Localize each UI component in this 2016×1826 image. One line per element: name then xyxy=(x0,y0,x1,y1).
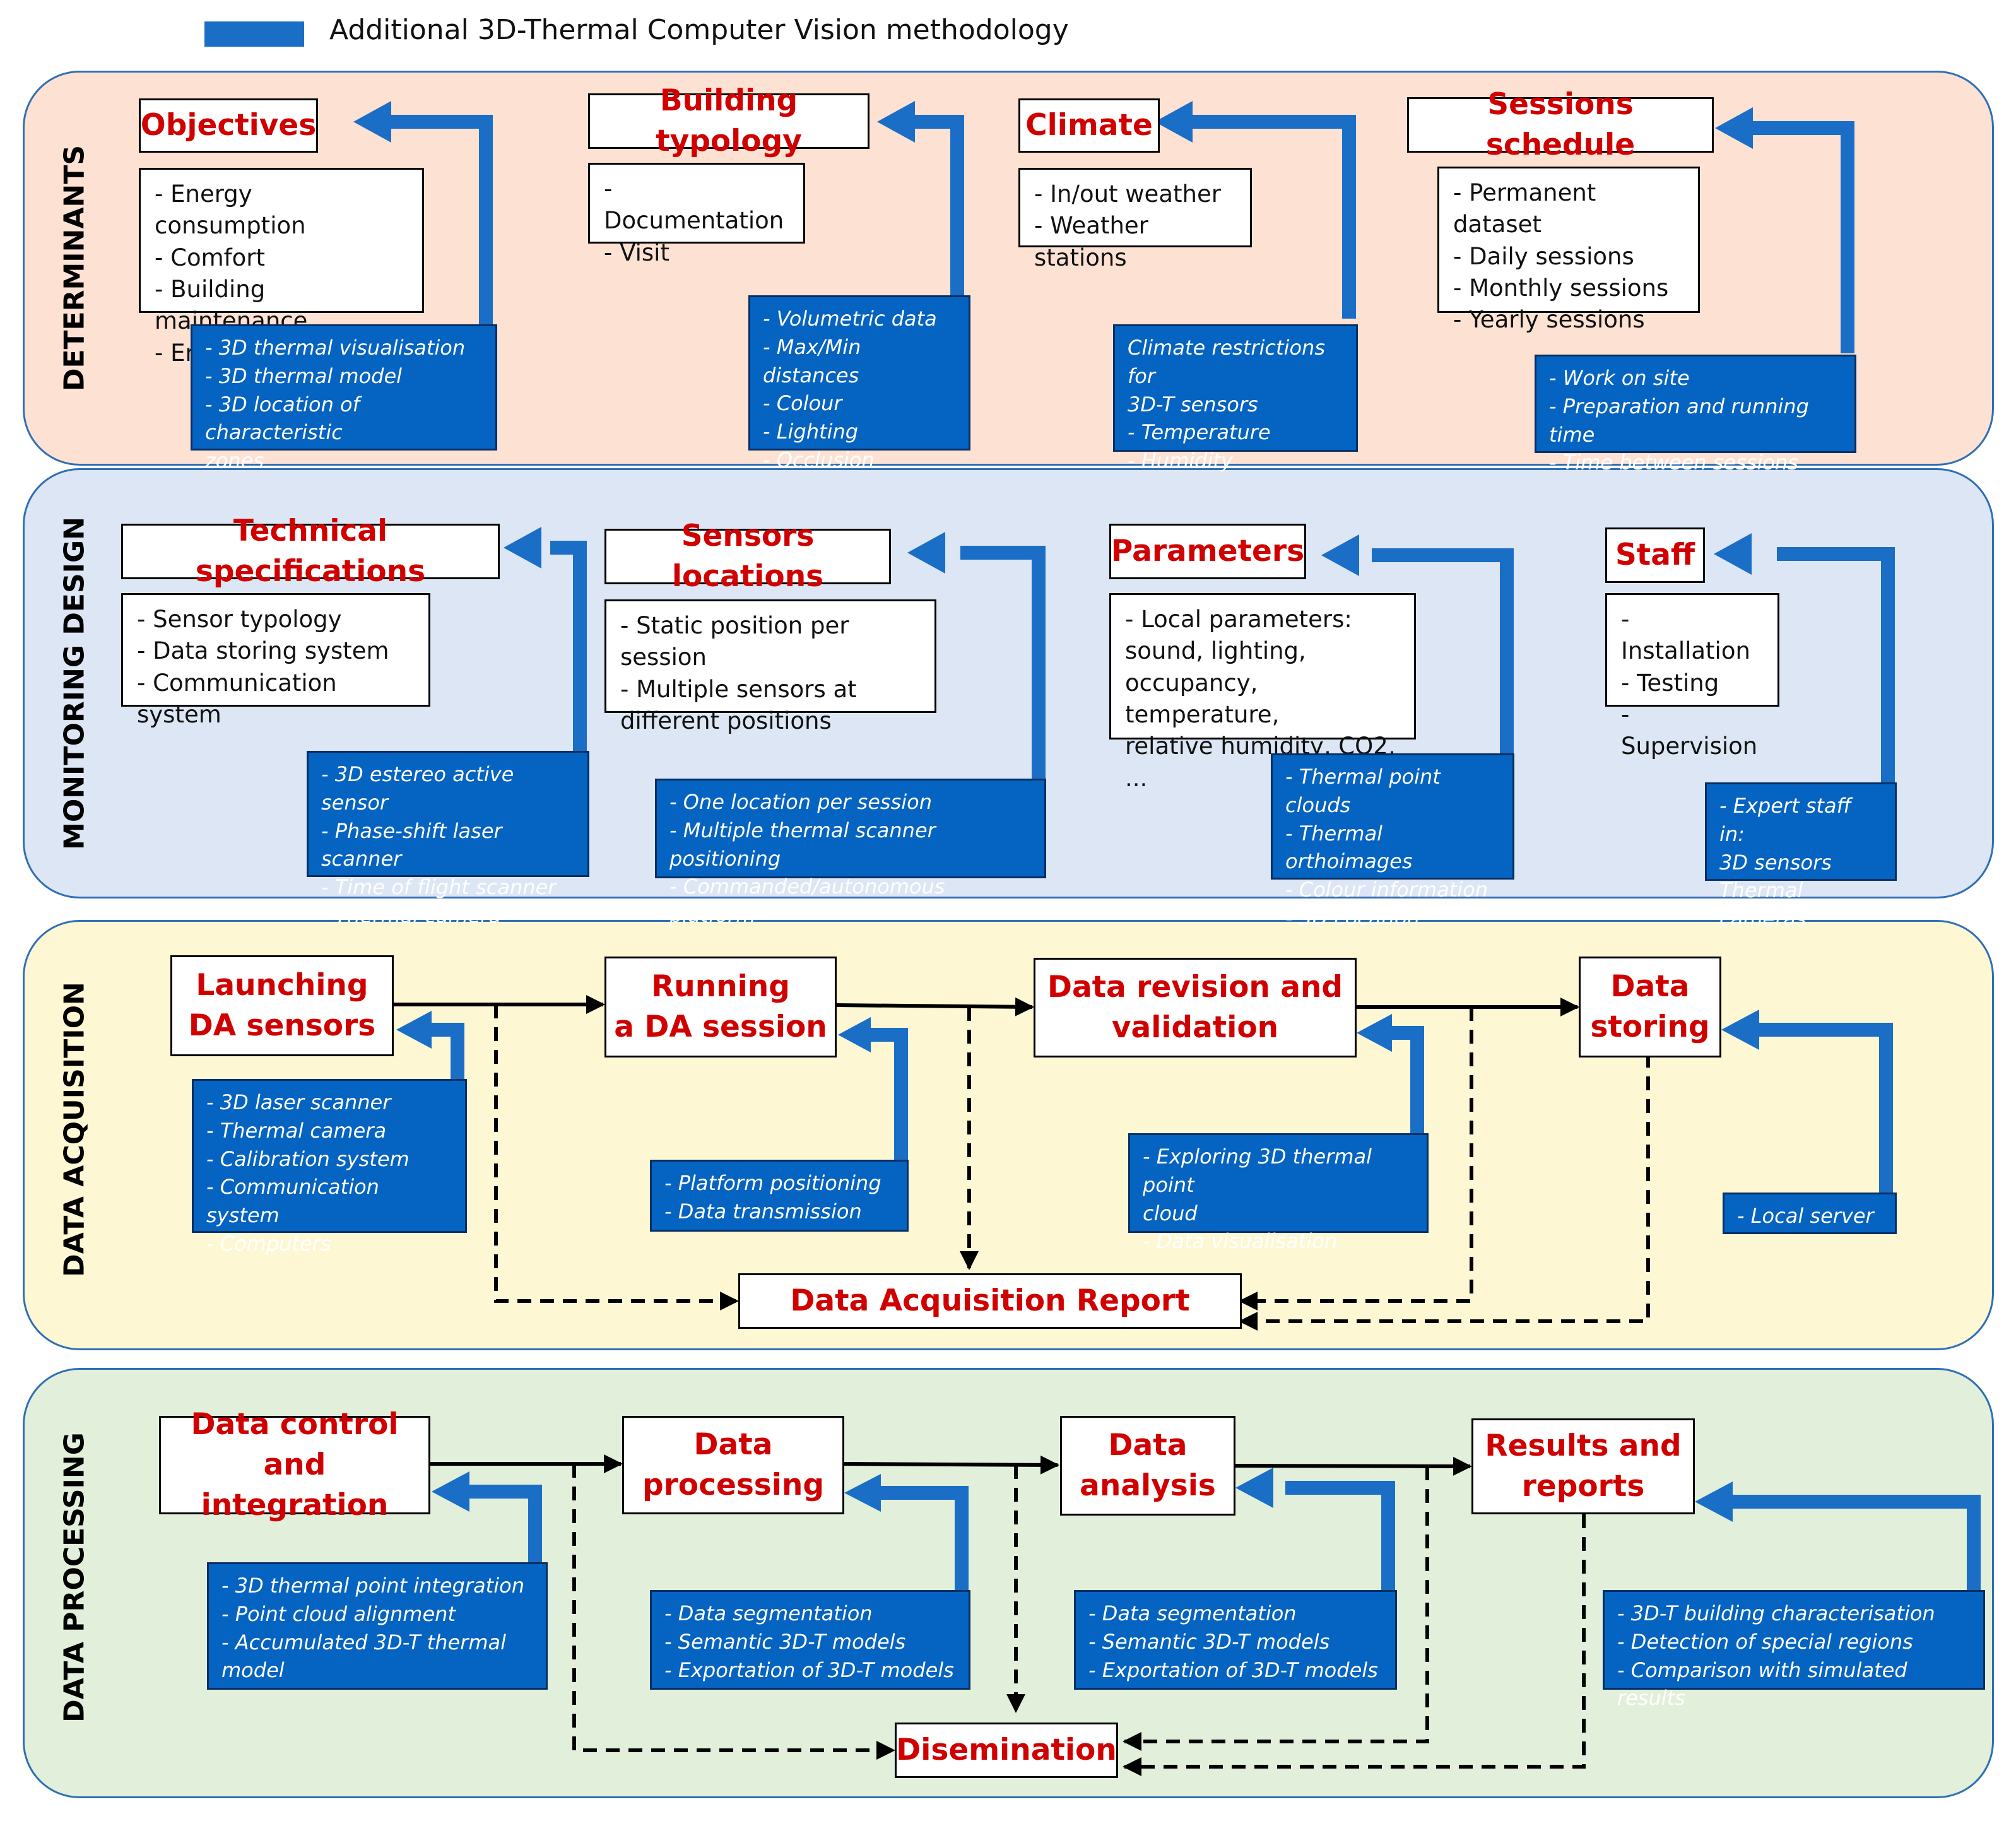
blue-arrowhead-objectives xyxy=(353,101,391,143)
technical-specifications-title: Technical specifications xyxy=(121,514,500,589)
data-acquisition-report-title: Data Acquisition Report xyxy=(738,1273,1242,1329)
legend-swatch xyxy=(204,21,304,47)
flow-running-to-revision xyxy=(836,997,1034,1016)
blue-arrow-climate xyxy=(1186,115,1356,319)
blue-arrowhead-results xyxy=(1695,1481,1733,1522)
blue-arrow-launching xyxy=(430,1023,464,1081)
blue-arrowhead-building-typology xyxy=(877,101,915,143)
blue-arrow-parameters xyxy=(1372,548,1514,755)
sessions-schedule-title: Sessions schedule xyxy=(1407,87,1714,162)
blue-arrow-revision xyxy=(1392,1026,1424,1136)
legend-label: Additional 3D-Thermal Computer Vision me… xyxy=(329,14,1069,46)
dashed-launching-to-report xyxy=(494,1004,739,1311)
control-title: Data control and integration xyxy=(159,1407,430,1523)
running-methods: - Platform positioning - Data transmissi… xyxy=(650,1160,909,1232)
blue-arrow-control xyxy=(469,1485,542,1565)
blue-arrowhead-launching xyxy=(396,1011,432,1049)
blue-arrowhead-revision xyxy=(1357,1014,1392,1052)
blue-arrowhead-parameters xyxy=(1321,534,1359,576)
sensors-locations-methods: - One location per session - Multiple th… xyxy=(655,779,1046,927)
building-typology-methods: - Volumetric data - Max/Min distances - … xyxy=(748,295,970,472)
blue-arrowhead-technical-specifications xyxy=(504,527,541,568)
storing-title: Data storing xyxy=(1579,957,1721,1057)
climate-items: - In/out weather - Weather stations xyxy=(1018,168,1252,271)
building-typology-items: - Documentation - Visit xyxy=(588,163,805,266)
blue-arrowhead-storing xyxy=(1721,1010,1759,1050)
objectives-methods: - 3D thermal visualisation - 3D thermal … xyxy=(191,324,497,473)
parameters-title: Parameters xyxy=(1109,524,1306,579)
blue-arrow-storing xyxy=(1757,1023,1893,1193)
results-title: Results and reports xyxy=(1471,1418,1695,1514)
building-typology-title: Building typology xyxy=(588,83,869,158)
blue-arrow-processing xyxy=(878,1486,969,1591)
blue-arrowhead-sessions-schedule xyxy=(1715,107,1753,149)
revision-title: Data revision and validation xyxy=(1034,958,1357,1057)
blue-arrowhead-staff xyxy=(1714,533,1752,575)
blue-arrowhead-climate xyxy=(1155,101,1193,143)
analysis-methods: - Data segmentation - Semantic 3D-T mode… xyxy=(1074,1590,1397,1690)
blue-arrow-sensors-locations xyxy=(960,546,1046,780)
storing-methods: - Local server xyxy=(1723,1193,1897,1234)
sessions-schedule-items: - Permanent dataset - Daily sessions - M… xyxy=(1437,167,1700,333)
processing-title: Data processing xyxy=(622,1416,844,1514)
control-methods: - 3D thermal point integration - Point c… xyxy=(207,1562,548,1690)
parameters-items: - Local parameters: sound, lighting, occ… xyxy=(1109,593,1416,792)
blue-arrow-analysis xyxy=(1285,1481,1395,1590)
staff-methods: - Expert staff in: 3D sensors Thermal ca… xyxy=(1705,782,1897,931)
objectives-title: Objectives xyxy=(139,98,318,153)
objectives-items: - Energy consumption - Comfort - Buildin… xyxy=(139,168,424,367)
climate-title: Climate xyxy=(1018,98,1160,153)
blue-arrow-technical-specifications xyxy=(550,541,587,755)
launching-methods: - 3D laser scanner - Thermal camera - Ca… xyxy=(192,1079,467,1256)
flow-processing-to-analysis xyxy=(843,1455,1059,1475)
sessions-schedule-methods: - Work on site - Preparation and running… xyxy=(1535,355,1856,474)
blue-arrow-objectives xyxy=(384,115,493,328)
blue-arrow-running xyxy=(864,1028,908,1161)
blue-arrowhead-processing xyxy=(844,1474,881,1512)
dashed-analysis-to-dissemination xyxy=(1123,1466,1429,1751)
sensors-locations-title: Sensors locations xyxy=(604,519,891,594)
dashed-control-to-dissemination xyxy=(572,1464,895,1760)
parameters-methods: - Thermal point clouds - Thermal orthoim… xyxy=(1271,753,1514,930)
blue-arrow-results xyxy=(1728,1495,1981,1591)
processing-methods: - Data segmentation - Semantic 3D-T mode… xyxy=(650,1590,970,1690)
blue-arrowhead-control xyxy=(432,1471,469,1512)
staff-items: - Installation - Testing - Supervision xyxy=(1605,593,1779,760)
launching-title: Launching DA sensors xyxy=(170,955,394,1056)
results-methods: - 3D-T building characterisation - Detec… xyxy=(1603,1590,1985,1710)
dashed-results-to-dissemination xyxy=(1123,1514,1586,1776)
blue-arrowhead-sensors-locations xyxy=(907,532,945,574)
dashed-revision-to-report xyxy=(1239,1007,1473,1311)
analysis-title: Data analysis xyxy=(1060,1416,1235,1516)
revision-methods: - Exploring 3D thermal point cloud - Dat… xyxy=(1128,1133,1429,1253)
blue-arrow-sessions-schedule xyxy=(1747,121,1854,353)
staff-title: Staff xyxy=(1605,527,1705,583)
technical-specifications-items: - Sensor typology - Data storing system … xyxy=(121,593,430,728)
blue-arrow-building-typology xyxy=(909,115,964,297)
blue-arrowhead-running xyxy=(838,1017,871,1052)
blue-arrowhead-analysis xyxy=(1235,1468,1273,1508)
dissemination-title: Disemination xyxy=(895,1723,1118,1778)
sensors-locations-items: - Static position per session - Multiple… xyxy=(604,599,936,734)
technical-specifications-methods: - 3D estereo active sensor - Phase-shift… xyxy=(307,751,589,928)
blue-arrow-staff xyxy=(1777,547,1895,782)
climate-methods: Climate restrictions for 3D-T sensors - … xyxy=(1113,324,1358,473)
running-title: Running a DA session xyxy=(604,957,837,1057)
